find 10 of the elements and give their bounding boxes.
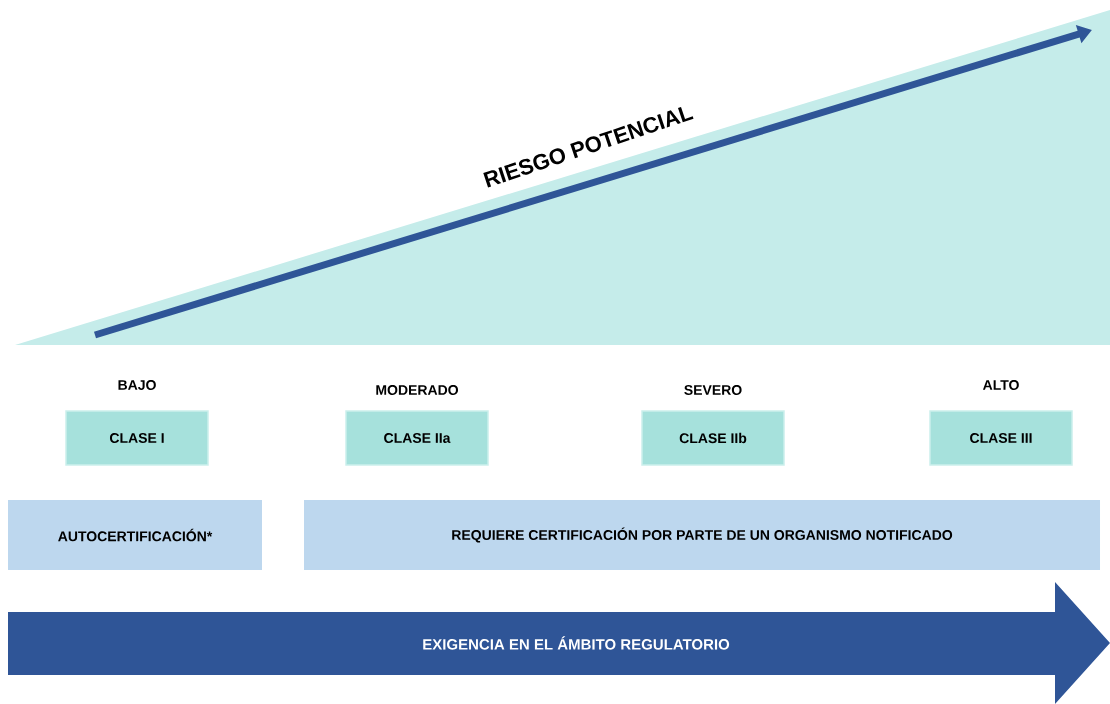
node-label: ALTO bbox=[982, 380, 1019, 390]
class-box: SEVERO CLASE IIb bbox=[641, 385, 785, 466]
class-box: BAJO CLASE I bbox=[65, 380, 209, 466]
node-label: SEVERO bbox=[684, 385, 742, 395]
node-label: MODERADO bbox=[376, 385, 459, 395]
certification-box: AUTOCERTIFICACIÓN* bbox=[8, 500, 262, 570]
node-label: BAJO bbox=[118, 380, 156, 390]
certification-box: REQUIERE CERTIFICACIÓN POR PARTE DE UN ORGANISMO NOTIFICADO bbox=[304, 500, 1100, 570]
class-box: MODERADO CLASE IIa bbox=[345, 385, 489, 466]
class-box: ALTO CLASE III bbox=[929, 380, 1073, 466]
